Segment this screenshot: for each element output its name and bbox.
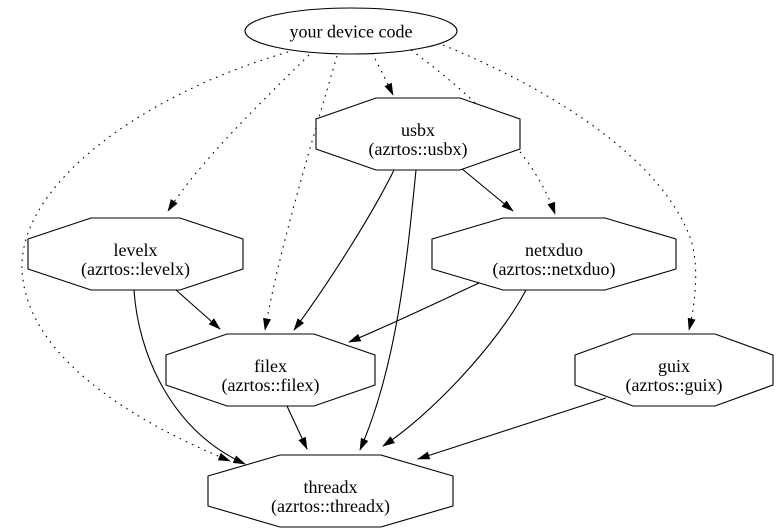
node-label: your device code xyxy=(290,22,413,42)
node-sublabel: (azrtos::usbx) xyxy=(369,139,468,160)
node-sublabel: (azrtos::netxduo) xyxy=(493,259,616,280)
edge-usbx-to-netxduo xyxy=(460,167,514,212)
node-sublabel: (azrtos::threadx) xyxy=(271,496,390,517)
node-label: levelx xyxy=(114,240,158,260)
node-label: filex xyxy=(254,356,287,376)
edge-your-device-code-to-levelx xyxy=(167,54,310,212)
node-sublabel: (azrtos::levelx) xyxy=(81,259,190,280)
edges-layer xyxy=(21,44,697,465)
node-sublabel: (azrtos::guix) xyxy=(626,375,723,396)
edge-your-device-code-to-usbx xyxy=(371,52,394,96)
edge-guix-to-threadx xyxy=(417,397,607,460)
edge-netxduo-to-threadx xyxy=(382,289,527,447)
node-your-device-code: your device code xyxy=(244,7,458,55)
node-label: threadx xyxy=(304,477,358,497)
octagon-shape xyxy=(207,454,454,528)
octagon-shape xyxy=(431,217,677,291)
node-guix: guix(azrtos::guix) xyxy=(574,333,774,407)
node-levelx: levelx(azrtos::levelx) xyxy=(27,217,244,291)
edge-filex-to-threadx xyxy=(286,405,308,450)
node-netxduo: netxduo(azrtos::netxduo) xyxy=(431,217,677,291)
edge-netxduo-to-filex xyxy=(348,282,480,343)
edge-your-device-code-to-netxduo xyxy=(410,49,556,215)
octagon-shape xyxy=(27,217,244,291)
edge-your-device-code-to-filex xyxy=(263,55,338,331)
nodes-layer: your device codeusbx(azrtos::usbx)levelx… xyxy=(27,7,774,528)
octagon-shape xyxy=(315,97,521,171)
edge-levelx-to-threadx xyxy=(133,289,246,465)
edge-levelx-to-filex xyxy=(175,289,221,330)
octagon-shape xyxy=(165,333,376,407)
edge-usbx-to-threadx xyxy=(359,169,417,451)
node-filex: filex(azrtos::filex) xyxy=(165,333,376,407)
octagon-shape xyxy=(574,333,774,407)
ellipse-shape xyxy=(244,7,458,55)
node-label: usbx xyxy=(401,120,435,140)
edge-your-device-code-to-threadx xyxy=(21,51,289,462)
node-label: guix xyxy=(658,356,690,376)
node-sublabel: (azrtos::filex) xyxy=(222,375,320,396)
node-threadx: threadx(azrtos::threadx) xyxy=(207,454,454,528)
node-label: netxduo xyxy=(525,240,583,260)
edge-usbx-to-filex xyxy=(293,169,395,331)
node-usbx: usbx(azrtos::usbx) xyxy=(315,97,521,171)
